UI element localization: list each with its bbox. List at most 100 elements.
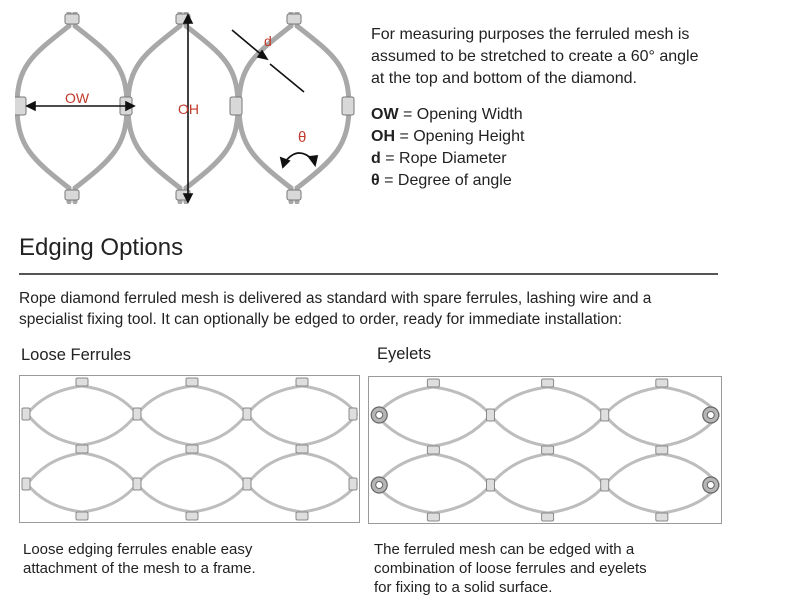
- ferrule: [75, 377, 89, 387]
- rope-segment: [183, 103, 241, 191]
- rope-segment: [125, 103, 183, 191]
- mesh-eyelets: [370, 406, 720, 494]
- legend-term: θ: [371, 172, 380, 189]
- rope-segment: [547, 414, 606, 448]
- ferrule: [295, 377, 309, 387]
- angle-arc: [279, 152, 319, 169]
- measurement-legend: OW = Opening Width OH = Opening Height d…: [371, 104, 771, 192]
- caption-line: Loose edging ferrules enable easy: [23, 541, 253, 558]
- legend-term: OH: [371, 128, 395, 145]
- rope-segment: [236, 103, 294, 191]
- ferrule: [541, 378, 555, 388]
- rope-segment: [294, 103, 352, 191]
- ferrule: [75, 444, 89, 454]
- ow-label: OW: [65, 90, 90, 106]
- ferrule: [295, 444, 309, 454]
- ferrule: [655, 378, 669, 388]
- ferrule: [64, 189, 80, 201]
- theta-label: θ: [298, 129, 306, 146]
- caption-line: attachment of the mesh to a frame.: [23, 560, 256, 577]
- legend-definition: = Opening Width: [398, 106, 523, 123]
- rope-segment: [135, 413, 193, 447]
- rope-segment: [433, 414, 492, 448]
- ferrule: [286, 189, 302, 201]
- ferrule: [185, 511, 199, 521]
- ferrule: [295, 511, 309, 521]
- rope-segment: [191, 413, 249, 447]
- eyelet-hole: [706, 481, 715, 489]
- rope-segment: [547, 385, 606, 416]
- eyelet-hole: [375, 481, 384, 489]
- rope-segment: [236, 23, 294, 109]
- rope-segment: [25, 384, 83, 415]
- ferrule: [21, 477, 31, 491]
- option-title-loose-ferrules: Loose Ferrules: [21, 346, 132, 364]
- ferrule: [600, 478, 610, 492]
- intro-line: assumed to be stretched to create a 60° …: [371, 48, 699, 65]
- rope-segment: [191, 384, 249, 415]
- legend-item: θ = Degree of angle: [371, 170, 771, 192]
- caption-line: for fixing to a solid surface.: [374, 579, 553, 596]
- mesh-ferrules: [21, 377, 358, 521]
- ferrule: [286, 13, 302, 25]
- description-line: Rope diamond ferruled mesh is delivered …: [19, 290, 652, 307]
- ferrule: [348, 407, 358, 421]
- rope-segment: [72, 103, 130, 191]
- ferrule: [64, 13, 80, 25]
- rope-segment: [81, 413, 139, 447]
- caption-line: The ferruled mesh can be edged with a: [374, 541, 635, 558]
- intro-line: For measuring purposes the ferruled mesh…: [371, 26, 690, 43]
- opening-width-arrow: [25, 100, 136, 112]
- rope-segment: [603, 414, 663, 448]
- rope-segment: [191, 451, 249, 485]
- d-label: d: [264, 33, 272, 49]
- rope-segment: [191, 483, 249, 514]
- caption-line: combination of loose ferrules and eyelet…: [374, 560, 647, 577]
- eyelets-image: [368, 376, 722, 524]
- rope-segment: [603, 484, 663, 515]
- ferrule: [229, 96, 243, 116]
- eyelet-hole: [706, 411, 715, 419]
- rope-segment: [245, 413, 303, 447]
- ferrule: [541, 445, 555, 455]
- ferrule: [541, 512, 555, 522]
- ferrule: [15, 96, 27, 116]
- ferrule: [75, 511, 89, 521]
- rope-segment: [25, 413, 83, 447]
- rope-segment: [489, 385, 548, 416]
- rope-segment: [81, 384, 139, 415]
- ferrule: [600, 408, 610, 422]
- rope-segment: [25, 451, 83, 485]
- rope-segment: [81, 451, 139, 485]
- legend-definition: = Rope Diameter: [380, 150, 507, 167]
- legend-definition: = Opening Height: [395, 128, 525, 145]
- rope-segment: [294, 23, 352, 109]
- rope-segment: [489, 452, 548, 486]
- measurement-intro: For measuring purposes the ferruled mesh…: [371, 24, 771, 90]
- rope-segment: [15, 23, 72, 109]
- rope-segment: [125, 23, 183, 109]
- section-divider: [19, 273, 718, 275]
- rope-segment: [25, 483, 83, 514]
- rope-segment: [489, 414, 548, 448]
- loose-ferrules-image: [19, 375, 360, 523]
- loose-ferrules-caption: Loose edging ferrules enable easy attach…: [23, 540, 256, 578]
- rope-segment: [245, 451, 303, 485]
- ferrule: [426, 378, 440, 388]
- description-line: specialist fixing tool. It can optionall…: [19, 311, 623, 328]
- legend-definition: = Degree of angle: [379, 172, 512, 189]
- rope-segment: [245, 384, 303, 415]
- rope-segment: [489, 484, 548, 515]
- ferrule: [348, 477, 358, 491]
- section-description: Rope diamond ferruled mesh is delivered …: [19, 288, 759, 330]
- ferrule: [655, 445, 669, 455]
- eyelets-caption: The ferruled mesh can be edged with a co…: [374, 540, 647, 597]
- ferrule: [655, 512, 669, 522]
- rope-segment: [135, 483, 193, 514]
- oh-label: OH: [178, 101, 199, 117]
- rope-segment: [245, 483, 303, 514]
- ferrule: [21, 407, 31, 421]
- mesh-ferrules: [426, 378, 669, 522]
- option-title-eyelets: Eyelets: [377, 345, 432, 363]
- ferrule: [426, 445, 440, 455]
